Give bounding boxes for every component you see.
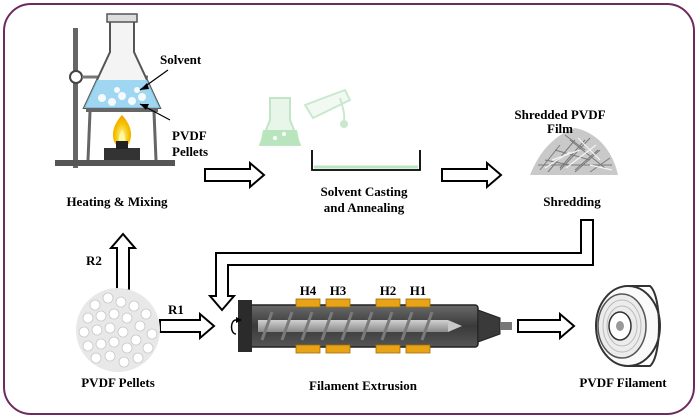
bunsen-burner-icon	[104, 148, 140, 160]
filament-extruder-icon	[230, 300, 512, 352]
heater-h1-top	[405, 298, 431, 308]
extruder-die	[477, 309, 501, 343]
burner-tube	[116, 141, 128, 149]
arrow-casting-to-shredding	[441, 160, 503, 190]
label-pvdf-pellets-bottom: PVDF Pellets	[81, 375, 155, 390]
heater-bands	[295, 298, 431, 354]
arrow-shredding-return	[207, 219, 594, 312]
casting-dish-icon	[311, 150, 421, 171]
heater-h2-top	[375, 298, 401, 308]
label-pvdf-pellets-top-2: Pellets	[172, 144, 209, 159]
support-leg-left	[86, 111, 92, 161]
arrow-heating-to-casting	[204, 160, 266, 190]
barrel-end-cap	[238, 300, 252, 352]
heater-h4-bottom	[295, 344, 321, 354]
support-ring	[86, 108, 158, 112]
shredded-film-icon	[530, 128, 618, 175]
pouring-beaker-icon	[258, 88, 352, 146]
stand-rod	[73, 28, 78, 168]
diagram-frame	[3, 3, 695, 415]
screw-flights	[260, 311, 434, 341]
pvdf-pellets-pile-icon	[76, 288, 160, 372]
label-shredded-film-2: Film	[547, 121, 573, 136]
label-r2: R2	[86, 253, 102, 268]
screw-tip	[448, 320, 462, 332]
label-pvdf-pellets-top-1: PVDF	[172, 128, 207, 143]
arrow-r1-right	[159, 311, 216, 341]
heater-h4-top	[295, 298, 321, 308]
process-arrows	[108, 160, 594, 341]
label-heater-h2: H2	[379, 283, 397, 298]
support-leg-right	[152, 111, 158, 161]
pellets-in-flask	[98, 87, 146, 106]
heater-h3-top	[325, 298, 351, 308]
label-pvdf-filament: PVDF Filament	[579, 375, 667, 390]
label-solvent-casting-2: and Annealing	[323, 200, 405, 215]
label-r1: R1	[168, 302, 184, 317]
label-heater-h3: H3	[329, 283, 347, 298]
rotation-icon	[230, 319, 237, 335]
label-shredding: Shredding	[543, 194, 601, 209]
label-solvent: Solvent	[160, 52, 202, 67]
clamp-knob-icon	[69, 70, 83, 84]
label-shredded-film-1: Shredded PVDF	[514, 107, 606, 122]
arrow-extrusion-to-filament	[517, 311, 576, 341]
flask-neck	[106, 13, 138, 23]
label-heater-h4: H4	[299, 283, 317, 298]
pellets-pointer-head	[140, 104, 149, 110]
die-nozzle	[500, 322, 512, 330]
heater-h2-bottom	[375, 344, 401, 354]
label-solvent-casting-1: Solvent Casting	[320, 184, 408, 199]
label-filament-extrusion: Filament Extrusion	[309, 378, 417, 393]
label-heater-h1: H1	[409, 283, 427, 298]
stand-base	[55, 160, 175, 166]
solvent-pointer-head	[140, 83, 149, 90]
heater-h1-bottom	[405, 344, 431, 354]
filament-spool-icon	[595, 285, 661, 367]
heating-apparatus-icon	[55, 13, 175, 168]
arrow-r2-up	[108, 232, 138, 291]
label-heating-mixing: Heating & Mixing	[66, 194, 168, 209]
heater-h3-bottom	[325, 344, 351, 354]
